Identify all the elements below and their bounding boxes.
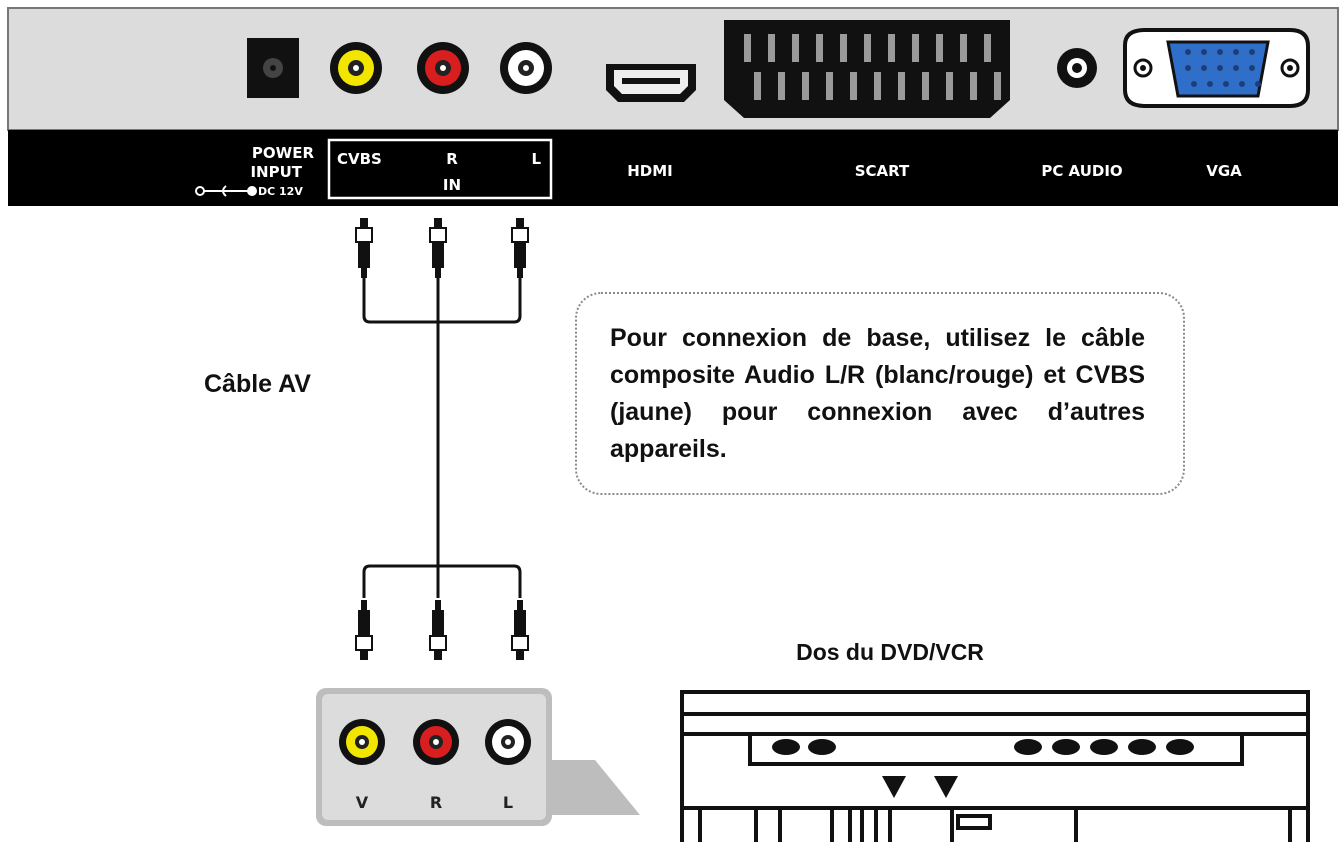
scart-pin (984, 34, 991, 62)
vga-pins (1185, 49, 1261, 87)
scart-pin (802, 72, 809, 100)
l-label: L (531, 150, 541, 168)
callout-pointer (552, 760, 640, 815)
dvd-vcr-back-illustration (680, 690, 1310, 842)
scart-pin (946, 72, 953, 100)
vga-pin (1249, 49, 1255, 55)
vga-pin (1233, 65, 1239, 71)
scart-pin (994, 72, 1001, 100)
scart-pin (840, 34, 847, 62)
power-dc-label: DC 12V (258, 185, 303, 198)
tv-back-panel (7, 7, 1339, 131)
source-av-output-panel: V R L (316, 688, 640, 826)
output-white-jack-icon (485, 719, 531, 765)
vga-port-icon (1123, 28, 1310, 108)
vga-pin (1223, 81, 1229, 87)
scart-pin (816, 34, 823, 62)
power-input-label-1: POWER (252, 144, 315, 162)
info-callout-text: Pour connexion de base, utilisez le câbl… (610, 324, 1145, 463)
power-input-label-2: INPUT (250, 163, 302, 181)
top-plug-r-icon (429, 217, 447, 279)
scart-pin (888, 34, 895, 62)
label-bar-background (8, 130, 1338, 206)
scart-pins (744, 34, 1001, 100)
scart-pin (970, 72, 977, 100)
audio-l-white-jack-icon (500, 42, 552, 94)
r-label: R (446, 150, 458, 168)
vga-pin (1185, 65, 1191, 71)
cable-label: Câble AV (204, 370, 311, 398)
av-in-frame (327, 138, 553, 200)
device-outline (680, 690, 1310, 842)
output-r-label: R (430, 793, 442, 812)
device-triangle-markers (882, 776, 958, 798)
vga-pin (1191, 81, 1197, 87)
pc-audio-label: PC AUDIO (1041, 162, 1122, 180)
hdmi-port-icon (606, 64, 696, 102)
scart-pin (864, 34, 871, 62)
vga-pin (1217, 49, 1223, 55)
vga-pin (1217, 65, 1223, 71)
vga-pin (1185, 49, 1191, 55)
vga-pin (1201, 49, 1207, 55)
vga-pin (1239, 81, 1245, 87)
triangle-down-icon (882, 776, 906, 798)
scart-label: SCART (855, 162, 910, 180)
vga-pin (1207, 81, 1213, 87)
output-yellow-jack-icon (339, 719, 385, 765)
scart-pin (898, 72, 905, 100)
bottom-plug-l-icon (511, 599, 529, 661)
in-label: IN (443, 176, 461, 194)
pc-audio-jack-icon (1057, 48, 1097, 88)
device-title: Dos du DVD/VCR (796, 639, 984, 665)
scart-pin (850, 72, 857, 100)
device-buttons (772, 739, 1194, 755)
vga-pin (1255, 81, 1261, 87)
scart-pin (874, 72, 881, 100)
vga-pin (1233, 49, 1239, 55)
scart-pin (744, 34, 751, 62)
scart-pin (936, 34, 943, 62)
scart-pin (912, 34, 919, 62)
scart-pin (826, 72, 833, 100)
scart-pin (792, 34, 799, 62)
vga-label: VGA (1206, 162, 1242, 180)
hdmi-label: HDMI (627, 162, 673, 180)
triangle-down-icon (934, 776, 958, 798)
cvbs-label: CVBS (337, 150, 382, 168)
output-v-label: V (356, 793, 369, 812)
output-red-jack-icon (413, 719, 459, 765)
top-plug-cvbs-icon (355, 217, 373, 279)
scart-pin (778, 72, 785, 100)
scart-pin (754, 72, 761, 100)
info-callout-box (575, 292, 1185, 495)
bottom-plug-r-icon (429, 599, 447, 661)
av-cable (355, 217, 529, 661)
top-plug-l-icon (511, 217, 529, 279)
output-l-label: L (503, 793, 513, 812)
cvbs-yellow-jack-icon (330, 42, 382, 94)
dc-polarity-icon (195, 185, 257, 197)
cable-wires (362, 278, 522, 598)
vga-pin (1201, 65, 1207, 71)
scart-port-icon (724, 20, 1010, 118)
label-bar: POWER INPUT DC 12V CVBS R L IN HDMI SCAR… (8, 130, 1338, 206)
scart-pin (922, 72, 929, 100)
bottom-plug-v-icon (355, 599, 373, 661)
vga-pin (1249, 65, 1255, 71)
audio-r-red-jack-icon (417, 42, 469, 94)
power-jack-icon (247, 38, 299, 98)
scart-pin (768, 34, 775, 62)
scart-pin (960, 34, 967, 62)
